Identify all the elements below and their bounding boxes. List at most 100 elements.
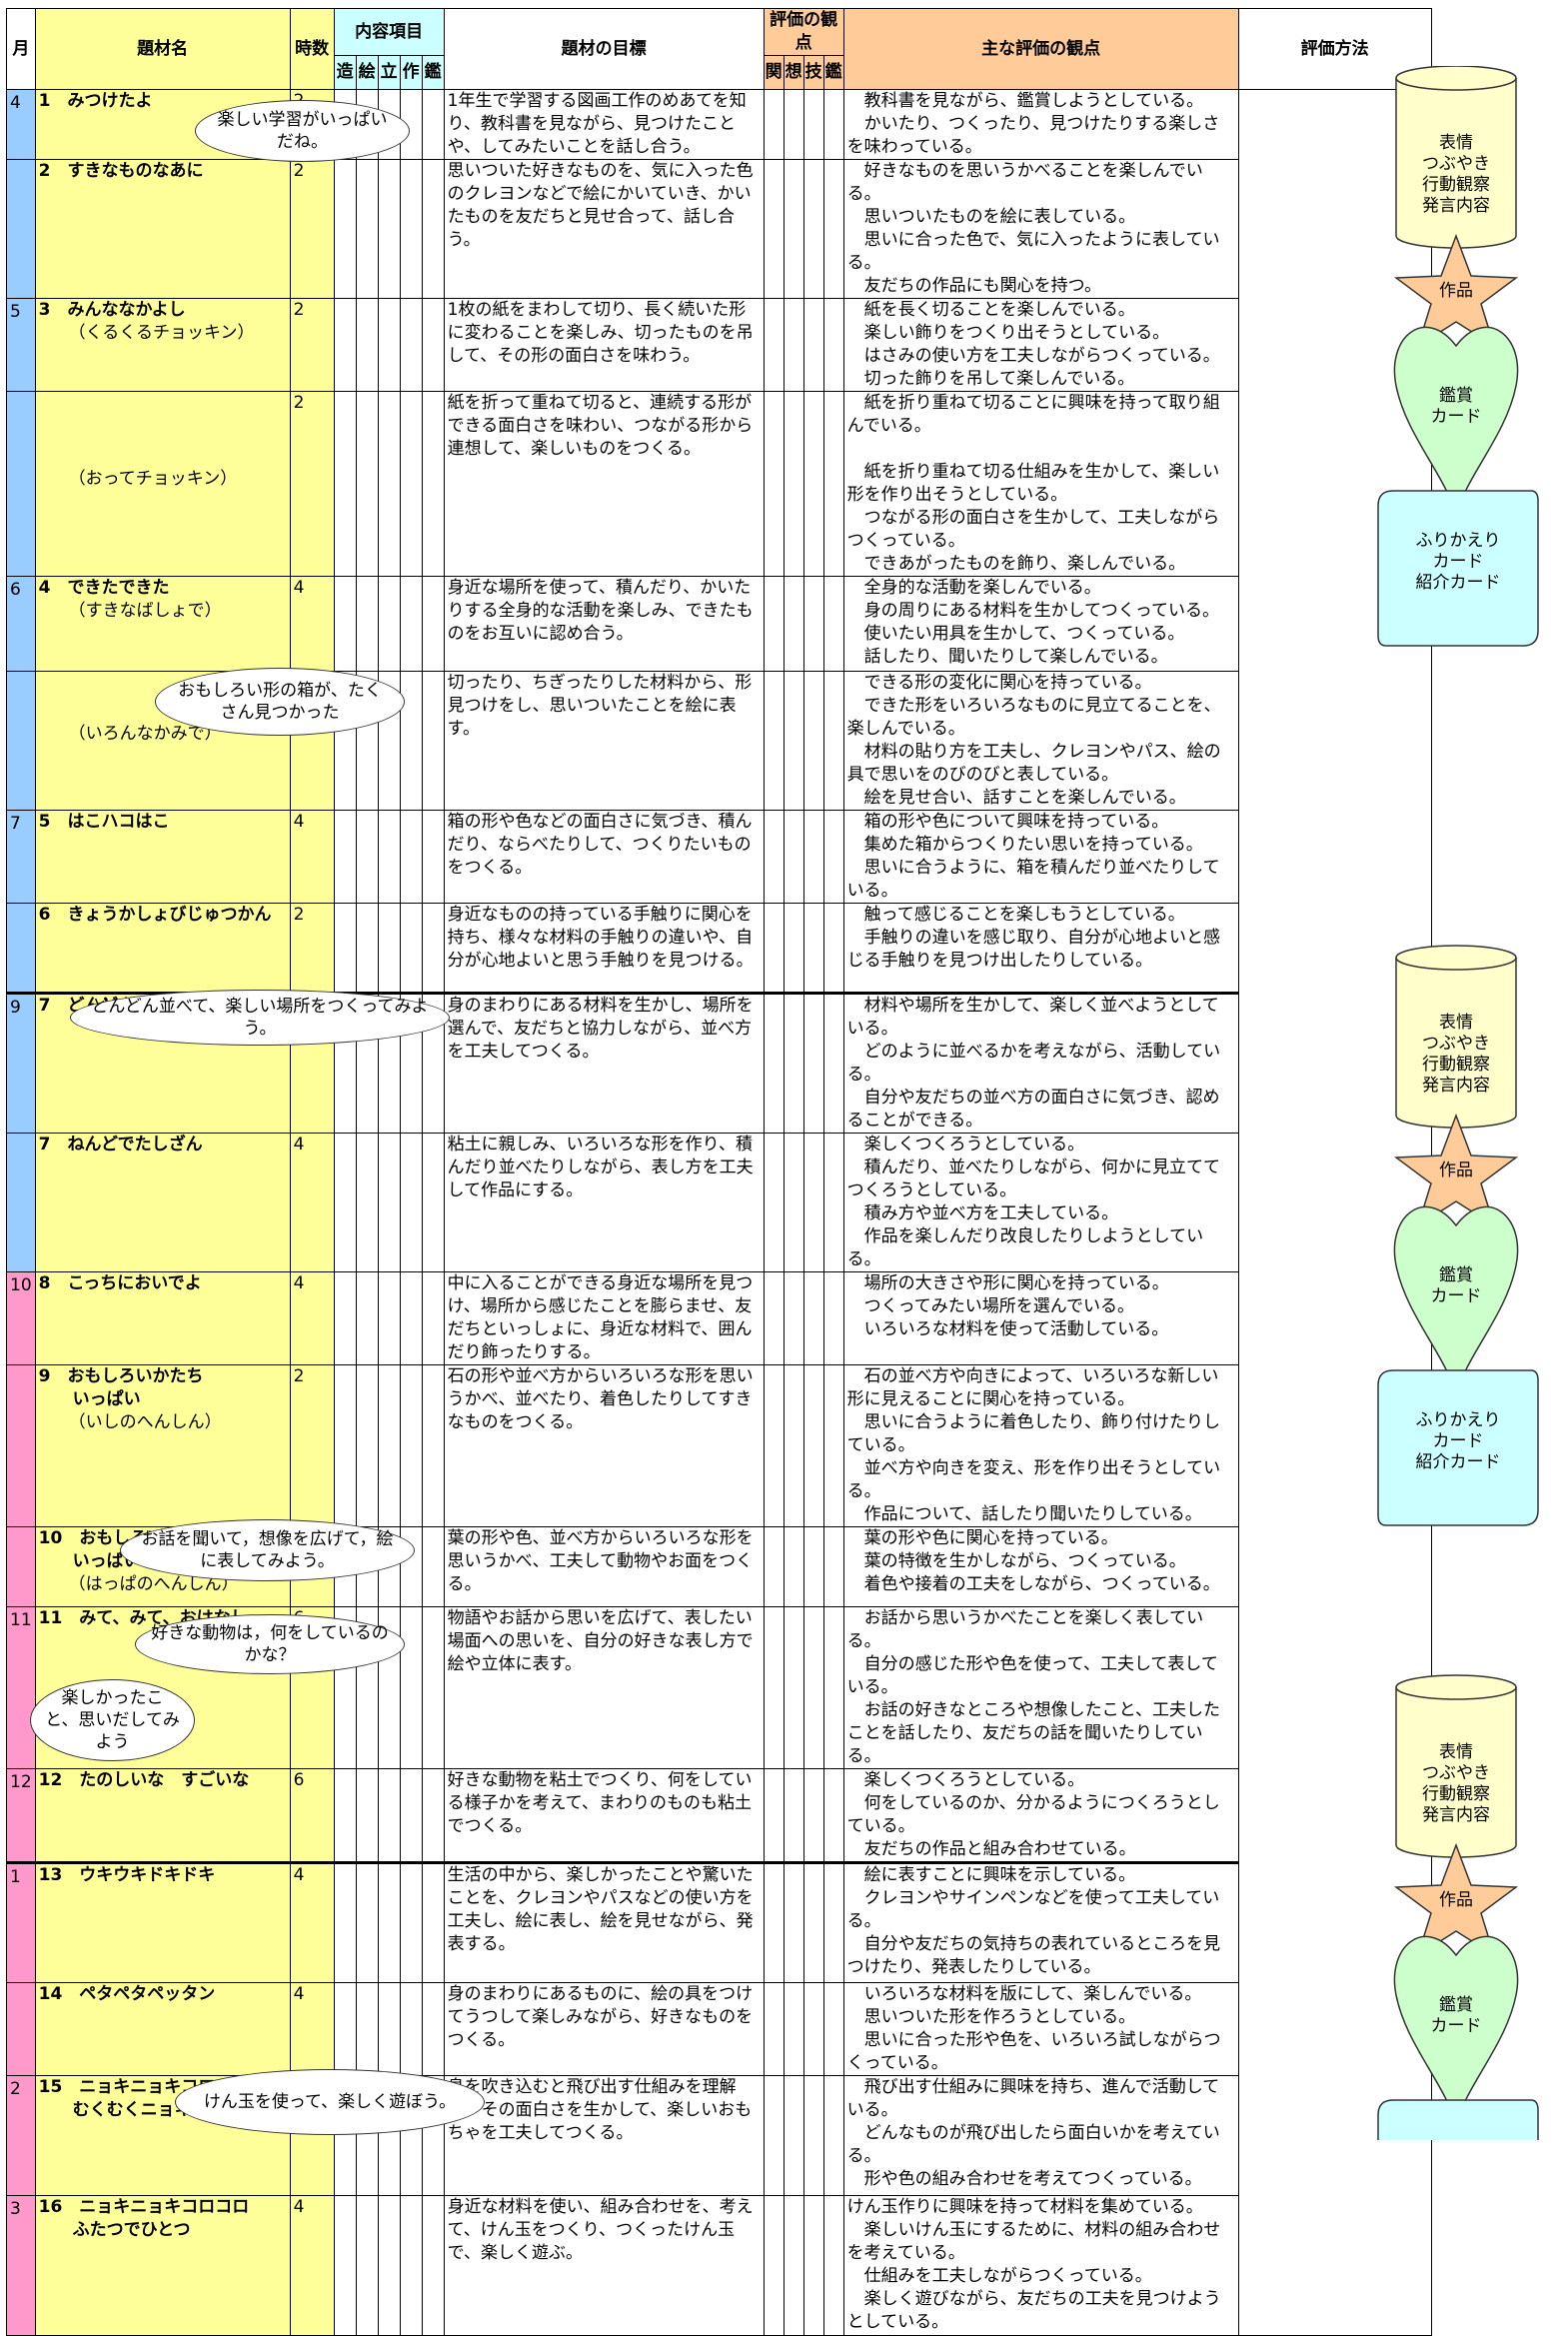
month-cell xyxy=(6,1526,36,1607)
topic-title: 3 みんななかよし xyxy=(38,300,186,320)
header-content-sub: 造 xyxy=(333,55,357,90)
viewpoint-check-cell xyxy=(763,810,784,904)
viewpoint-check-cell xyxy=(822,810,844,904)
hours-cell: 4 xyxy=(289,1861,335,1983)
goal-cell: 息を吹き込むと飛び出す仕組みを理解し、その面白さを生かして、楽しいおもちゃを工夫… xyxy=(443,2075,765,2196)
points-cell: 触って感じることを楽しもうとしている。 手触りの違いを感じ取り、自分が心地よいと… xyxy=(842,903,1239,994)
viewpoint-check-cell xyxy=(783,1606,804,1769)
content-check-cell xyxy=(355,903,379,994)
content-check-cell xyxy=(421,1861,445,1983)
hours-cell: 4 xyxy=(289,1982,335,2076)
header-goal: 題材の目標 xyxy=(443,8,765,90)
content-check-cell xyxy=(399,2195,423,2336)
topic-cell: 13 ウキウキドキドキ xyxy=(34,1861,291,1983)
scroll-label: ふりかえりカード紹介カード xyxy=(1416,1410,1501,1472)
viewpoint-check-cell xyxy=(783,992,804,1134)
viewpoint-check-cell xyxy=(822,298,844,392)
viewpoint-check-cell xyxy=(802,810,824,904)
heart-label: 鑑賞カード xyxy=(1431,386,1482,427)
header-content-sub: 鑑 xyxy=(421,55,445,90)
topic-title: 14 ペタペタペッタン xyxy=(38,1984,216,2004)
month-cell xyxy=(6,671,36,811)
goal-cell: 身近なものの持っている手触りに関心を持ち、様々な材料の手触りの違いや、自分が心地… xyxy=(443,903,765,994)
topic-subtitle: （すきなばしょで） xyxy=(68,601,222,621)
content-check-cell xyxy=(355,810,379,904)
hours-cell: 4 xyxy=(289,810,335,904)
topic-cell: 16 ニョキニョキコロコロ ふたつでひとつ xyxy=(34,2195,291,2336)
content-check-cell xyxy=(377,903,401,994)
month-cell xyxy=(6,159,36,299)
content-check-cell xyxy=(399,1133,423,1272)
header-content-sub: 立 xyxy=(377,55,401,90)
hours-cell: 6 xyxy=(289,1768,335,1863)
points-cell: 教科書を見ながら、鑑賞しようとしている。 かいたり、つくったり、見つけたりする楽… xyxy=(842,89,1239,160)
content-check-cell xyxy=(333,159,357,299)
viewpoint-check-cell xyxy=(763,2075,784,2196)
content-check-cell xyxy=(421,159,445,299)
viewpoint-check-cell xyxy=(802,298,824,392)
scroll-label: ふりかえりカード紹介カード xyxy=(1416,531,1501,593)
hours-cell: 4 xyxy=(289,2195,335,2336)
header-content-sub: 絵 xyxy=(355,55,379,90)
points-cell: 箱の形や色について興味を持っている。 集めた箱からつくりたい思いを持っている。 … xyxy=(842,810,1239,904)
topic-title: 4 できたできた xyxy=(38,578,170,598)
month-cell: 3 xyxy=(6,2195,36,2336)
viewpoint-check-cell xyxy=(783,391,804,577)
points-cell: 楽しくつくろうとしている。 何をしているのか、分かるようにつくろうとしている。 … xyxy=(842,1768,1239,1863)
heart-label: 鑑賞カード xyxy=(1431,1995,1482,2036)
content-check-cell xyxy=(333,298,357,392)
points-cell: 紙を折り重ねて切ることに興味を持って取り組んでいる。 紙を折り重ねて切る仕組みを… xyxy=(842,391,1239,577)
viewpoint-check-cell xyxy=(802,1271,824,1365)
viewpoint-check-cell xyxy=(763,1861,784,1983)
viewpoint-check-cell xyxy=(783,903,804,994)
month-cell xyxy=(6,1133,36,1272)
content-check-cell xyxy=(377,159,401,299)
goal-cell: 1枚の紙をまわして切り、長く続いた形に変わることを楽しみ、切ったものを吊して、そ… xyxy=(443,298,765,392)
header-viewpoint-sub: 想 xyxy=(783,55,804,90)
header-viewpoint: 評価の観点 xyxy=(763,8,844,56)
topic-cell: 14 ペタペタペッタン xyxy=(34,1982,291,2076)
topic-cell: （おってチョッキン） xyxy=(34,391,291,577)
content-check-cell xyxy=(333,2195,357,2336)
content-check-cell xyxy=(399,1364,423,1527)
content-check-cell xyxy=(377,2195,401,2336)
viewpoint-check-cell xyxy=(802,1526,824,1607)
month-cell: 5 xyxy=(6,298,36,392)
content-check-cell xyxy=(399,576,423,672)
cylinder-label: 表情つぶやき行動観察発言内容 xyxy=(1422,1013,1490,1096)
topic-cell: 6 きょうかしょびじゅつかん xyxy=(34,903,291,994)
content-check-cell xyxy=(399,1768,423,1863)
month-cell: 1 xyxy=(6,1861,36,1983)
goal-cell: 身近な材料を使い、組み合わせを、考えて、けん玉をつくり、つくったけん玉で、楽しく… xyxy=(443,2195,765,2336)
viewpoint-check-cell xyxy=(802,391,824,577)
viewpoint-check-cell xyxy=(763,1133,784,1272)
viewpoint-check-cell xyxy=(802,89,824,160)
content-check-cell xyxy=(333,391,357,577)
points-cell: 絵に表すことに興味を示している。 クレヨンやサインペンなどを使って工夫している。… xyxy=(842,1861,1239,1983)
viewpoint-check-cell xyxy=(763,159,784,299)
points-cell: けん玉作りに興味を持って材料を集めている。 楽しいけん玉にするために、材料の組み… xyxy=(842,2195,1239,2336)
topic-cell: 5 はこハコはこ xyxy=(34,810,291,904)
topic-title: 6 きょうかしょびじゅつかん xyxy=(38,905,272,925)
goal-cell: 物語やお話から思いを広げて、表したい場面への思いを、自分の好きな表し方で絵や立体… xyxy=(443,1606,765,1769)
cylinder-top xyxy=(1395,1686,1517,1700)
header-viewpoint-sub: 鑑 xyxy=(822,55,844,90)
content-check-cell xyxy=(399,671,423,811)
plan-sheet: 月 題材名 時数 内容項目 題材の目標 評価の観点 主な評価の観点 評価方法 造… xyxy=(6,8,1432,2336)
cylinder-label: 表情つぶやき行動観察発言内容 xyxy=(1422,1742,1490,1825)
viewpoint-check-cell xyxy=(783,2075,804,2196)
content-check-cell xyxy=(421,89,445,160)
star-label: 作品 xyxy=(1439,1890,1473,1910)
viewpoint-check-cell xyxy=(802,671,824,811)
viewpoint-check-cell xyxy=(802,2195,824,2336)
points-cell: できる形の変化に関心を持っている。 できた形をいろいろなものに見立てることを、楽… xyxy=(842,671,1239,811)
hours-cell: 4 xyxy=(289,1133,335,1272)
content-check-cell xyxy=(355,1861,379,1983)
topic-subtitle: （くるくるチョッキン） xyxy=(68,323,255,343)
viewpoint-check-cell xyxy=(763,89,784,160)
goal-cell: 粘土に親しみ、いろいろな形を作り、積んだり並べたりしながら、表し方を工夫して作品… xyxy=(443,1133,765,1272)
heart-label: 鑑賞カード xyxy=(1431,1265,1482,1306)
